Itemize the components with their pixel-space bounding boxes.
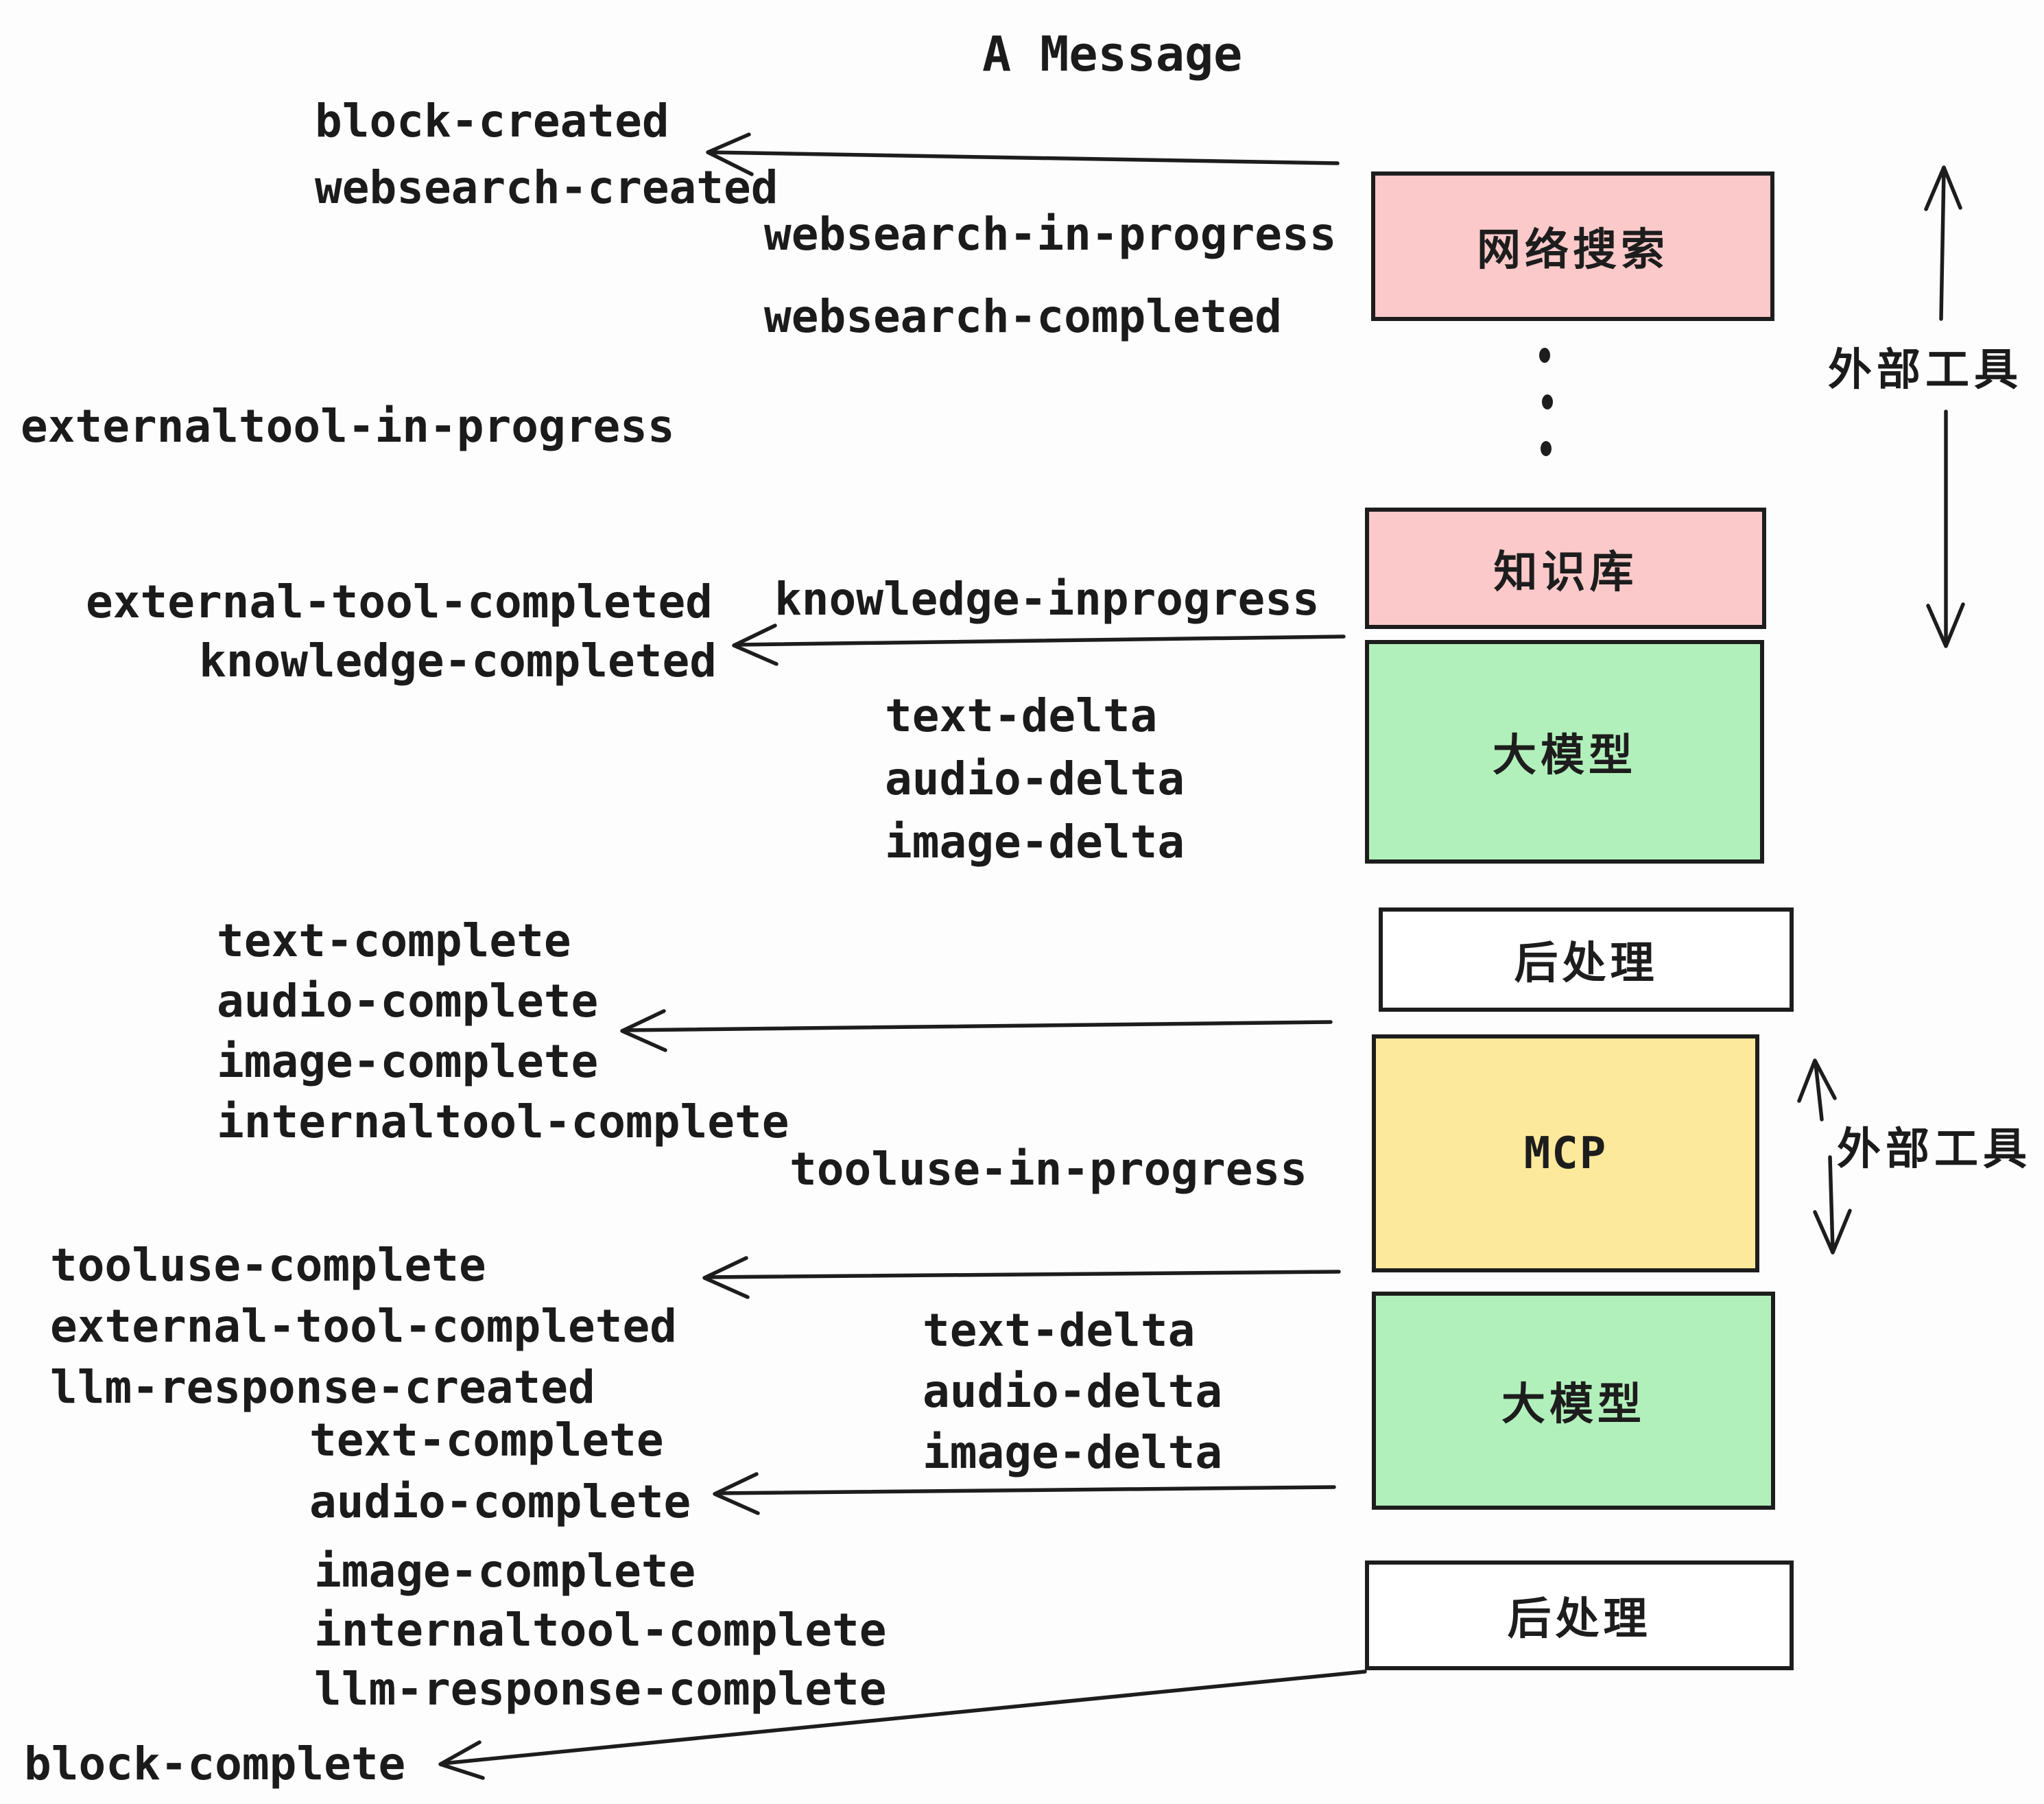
node-post-process-2: 后处理 bbox=[1365, 1560, 1794, 1670]
event-block-created: block-created bbox=[315, 95, 669, 147]
event-websearch-created: websearch-created bbox=[315, 161, 779, 214]
event-websearch-in-progress: websearch-in-progress bbox=[764, 208, 1337, 261]
event-audio-delta-2: audio-delta bbox=[923, 1365, 1223, 1418]
node-knowledge-base: 知识库 bbox=[1365, 508, 1766, 629]
label-external-tool-2: 外部工具 bbox=[1837, 1124, 2032, 1174]
event-websearch-completed: websearch-completed bbox=[764, 290, 1282, 343]
event-audio-delta: audio-delta bbox=[885, 752, 1185, 805]
event-tooluse-complete: tooluse-complete bbox=[50, 1239, 486, 1292]
event-image-delta-2: image-delta bbox=[923, 1426, 1223, 1479]
vertical-arrow-mcp-down-icon bbox=[1813, 1155, 1852, 1255]
vertical-arrow-external-tool-up-icon bbox=[1924, 165, 1962, 321]
event-text-delta-2: text-delta bbox=[923, 1304, 1196, 1357]
event-complete-group-2a: text-complete audio-complete bbox=[309, 1410, 691, 1533]
node-mcp: MCP bbox=[1372, 1034, 1759, 1272]
event-llm-response-created: llm-response-created bbox=[50, 1361, 595, 1414]
event-knowledge-completed: knowledge-completed bbox=[199, 634, 717, 687]
arrow-block-created-icon bbox=[706, 132, 1340, 176]
arrow-knowledge-completed-icon bbox=[732, 624, 1346, 666]
event-complete-group-2b: image-complete internaltool-complete llm… bbox=[314, 1542, 886, 1719]
arrow-audio-complete-icon bbox=[713, 1472, 1336, 1515]
arrow-image-complete-icon bbox=[620, 1009, 1333, 1052]
event-complete-group-1: text-complete audio-complete image-compl… bbox=[217, 911, 789, 1152]
event-image-complete: image-complete bbox=[217, 1035, 599, 1088]
event-block-complete: block-complete bbox=[24, 1737, 406, 1790]
page-title: A Message bbox=[982, 26, 1243, 82]
event-tooluse-group: tooluse-complete external-tool-completed… bbox=[50, 1235, 677, 1418]
event-internaltool-complete: internaltool-complete bbox=[217, 1095, 789, 1148]
event-llm-response-complete: llm-response-complete bbox=[314, 1663, 887, 1716]
event-image-delta: image-delta bbox=[885, 816, 1185, 868]
event-text-delta: text-delta bbox=[885, 689, 1158, 742]
arrow-block-complete-icon bbox=[438, 1670, 1367, 1780]
node-web-search: 网络搜索 bbox=[1371, 171, 1774, 321]
event-external-tool-completed-2: external-tool-completed bbox=[50, 1300, 677, 1353]
event-knowledge-inprogress: knowledge-inprogress bbox=[774, 573, 1320, 626]
event-text-complete-2: text-complete bbox=[309, 1414, 664, 1467]
event-audio-complete: audio-complete bbox=[217, 975, 599, 1028]
event-internaltool-complete-2: internaltool-complete bbox=[314, 1604, 887, 1657]
arrow-tooluse-complete-icon bbox=[702, 1256, 1341, 1299]
node-llm-2: 大模型 bbox=[1372, 1292, 1775, 1510]
event-audio-complete-2: audio-complete bbox=[309, 1475, 691, 1528]
dots-more-tools-icon bbox=[1539, 348, 1553, 456]
event-externaltool-in-progress: externaltool-in-progress bbox=[21, 400, 675, 453]
event-delta-group-1: text-delta audio-delta image-delta bbox=[885, 685, 1185, 874]
node-llm-1: 大模型 bbox=[1365, 640, 1764, 864]
event-external-tool-completed: external-tool-completed bbox=[86, 575, 713, 628]
event-image-complete-2: image-complete bbox=[314, 1545, 696, 1598]
event-tooluse-in-progress: tooluse-in-progress bbox=[789, 1143, 1307, 1196]
node-post-process-1: 后处理 bbox=[1379, 907, 1794, 1012]
event-delta-group-2: text-delta audio-delta image-delta bbox=[923, 1300, 1222, 1483]
event-text-complete: text-complete bbox=[217, 914, 571, 967]
vertical-arrow-external-tool-down-icon bbox=[1926, 410, 1965, 648]
vertical-arrow-mcp-up-icon bbox=[1797, 1058, 1837, 1121]
label-external-tool-1: 外部工具 bbox=[1828, 345, 2023, 394]
